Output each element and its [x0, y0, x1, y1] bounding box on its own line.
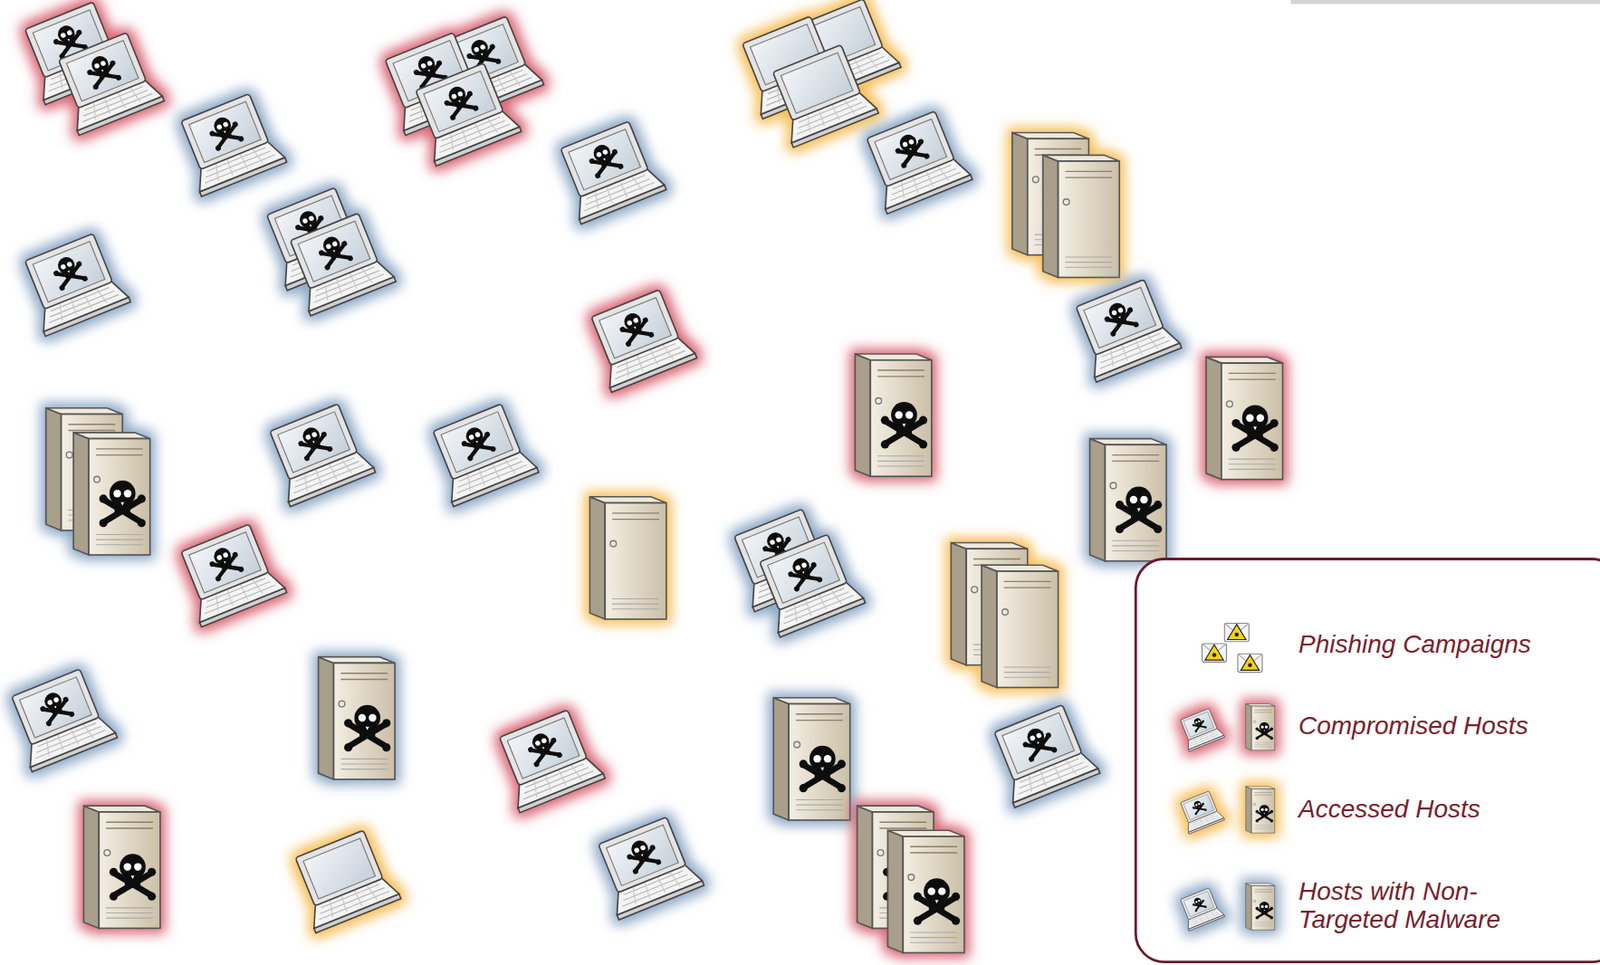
compromised-server [83, 805, 161, 929]
corner-bar [1291, 0, 1600, 5]
compromised-servers [857, 805, 965, 953]
compromised-laptop [172, 520, 287, 627]
malware-laptops [725, 505, 865, 638]
malware-server [1090, 439, 1168, 562]
compromised-laptops [376, 12, 545, 166]
phishing-sample [1202, 623, 1263, 673]
malware-sample [1177, 883, 1275, 932]
malware-laptop [16, 229, 131, 336]
accessed-sample [1177, 786, 1275, 835]
malware-laptop [589, 814, 704, 920]
legend-label: Phishing Campaigns [1298, 630, 1571, 659]
malware-server [318, 657, 396, 780]
malware-laptop [1067, 276, 1182, 383]
legend-label: Hosts with Non-Targeted Malware [1298, 877, 1571, 935]
accessed-server [589, 497, 667, 620]
compromised-laptops [16, 0, 164, 136]
accessed-laptops [733, 0, 901, 148]
malware-laptop [172, 90, 287, 197]
malware-servers [46, 408, 151, 556]
malware-server [773, 698, 851, 821]
compromised-server [1206, 356, 1284, 480]
compromised-sample [1177, 703, 1275, 752]
compromised-laptop [490, 706, 605, 813]
legend-label: Accessed Hosts [1298, 795, 1571, 824]
accessed-servers [1012, 132, 1120, 278]
malware-laptop [2, 665, 117, 772]
compromised-laptop [583, 286, 698, 393]
compromised-server [854, 354, 932, 477]
malware-laptop [986, 701, 1101, 808]
legend-label: Compromised Hosts [1298, 711, 1571, 740]
malware-laptop [261, 400, 376, 507]
malware-laptop [552, 117, 667, 224]
malware-laptops [258, 183, 396, 317]
malware-laptop [858, 107, 973, 214]
malware-laptop [424, 400, 539, 507]
legend-frame [1135, 559, 1600, 963]
accessed-laptop [287, 826, 402, 933]
accessed-servers [950, 542, 1058, 688]
